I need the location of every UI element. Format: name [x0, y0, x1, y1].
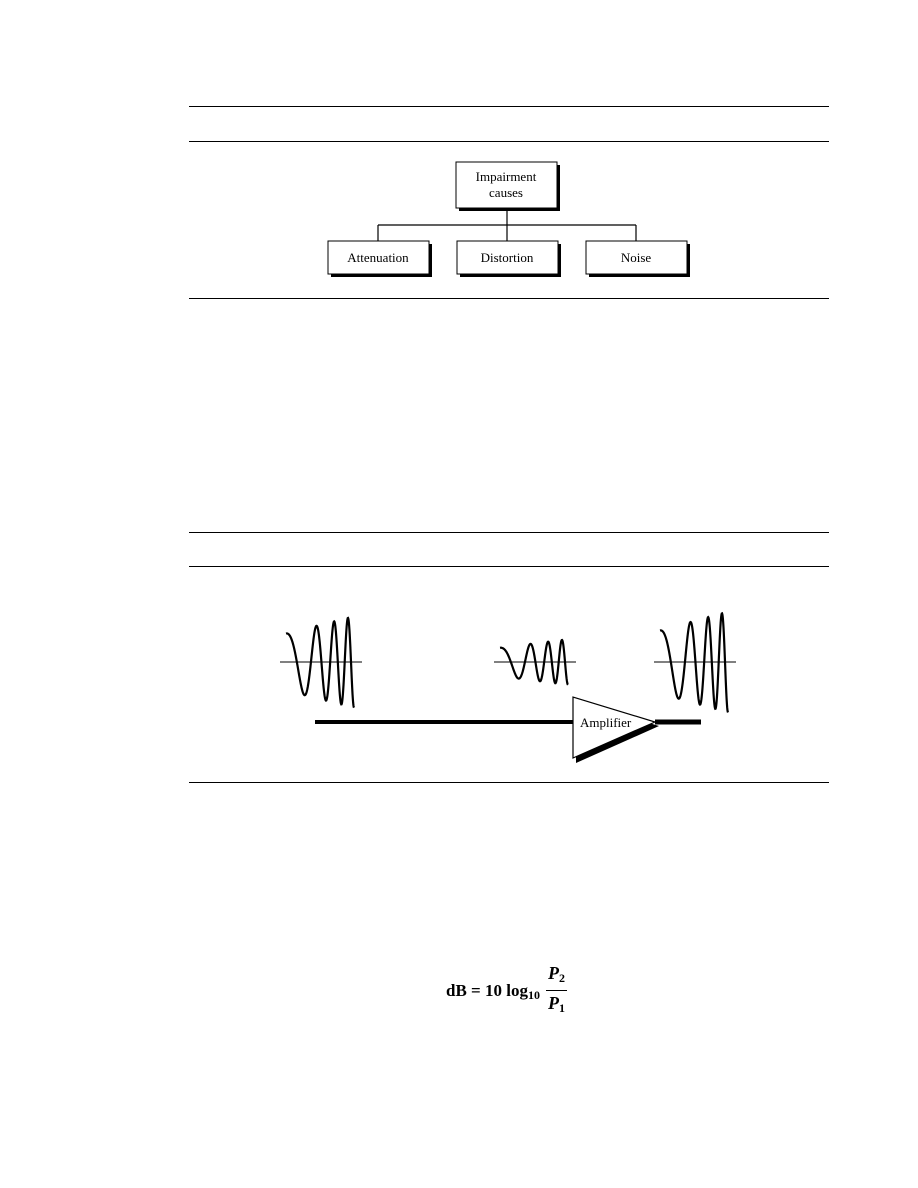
impairment-causes-label-line2: causes [489, 185, 523, 200]
original-signal-waveform [280, 616, 362, 709]
attenuation-box: Attenuation [327, 240, 432, 277]
figure1-bottom-rule [189, 298, 829, 299]
figure1-caption-rule [189, 141, 829, 142]
noise-box: Noise [585, 240, 690, 277]
formula-numerator: P2 [545, 962, 567, 991]
distortion-box: Distortion [456, 240, 561, 277]
impairment-tree-diagram: Impairment causes Attenuation Distortion… [327, 161, 690, 277]
distortion-label: Distortion [481, 250, 534, 265]
figure1-top-rule [189, 106, 829, 107]
formula-log-base: 10 [527, 988, 540, 1002]
attenuation-label: Attenuation [347, 250, 409, 265]
formula-denominator: P1 [547, 993, 565, 1015]
figure2-top-rule [189, 532, 829, 533]
amplifier-symbol: Amplifier [572, 696, 659, 763]
amplifier-label: Amplifier [580, 715, 632, 730]
amplified-signal-waveform [654, 611, 736, 713]
attenuation-diagram: Amplifier [280, 611, 736, 763]
attenuated-signal-waveform [494, 638, 576, 686]
noise-label: Noise [621, 250, 652, 265]
formula-lhs: dB = 10 log [446, 980, 528, 1000]
figure2-caption-rule [189, 566, 829, 567]
formula-fraction: P2 P1 [545, 962, 567, 1019]
impairment-causes-label-line1: Impairment [476, 169, 537, 184]
impairment-causes-box: Impairment causes [455, 161, 560, 211]
figure2-bottom-rule [189, 782, 829, 783]
